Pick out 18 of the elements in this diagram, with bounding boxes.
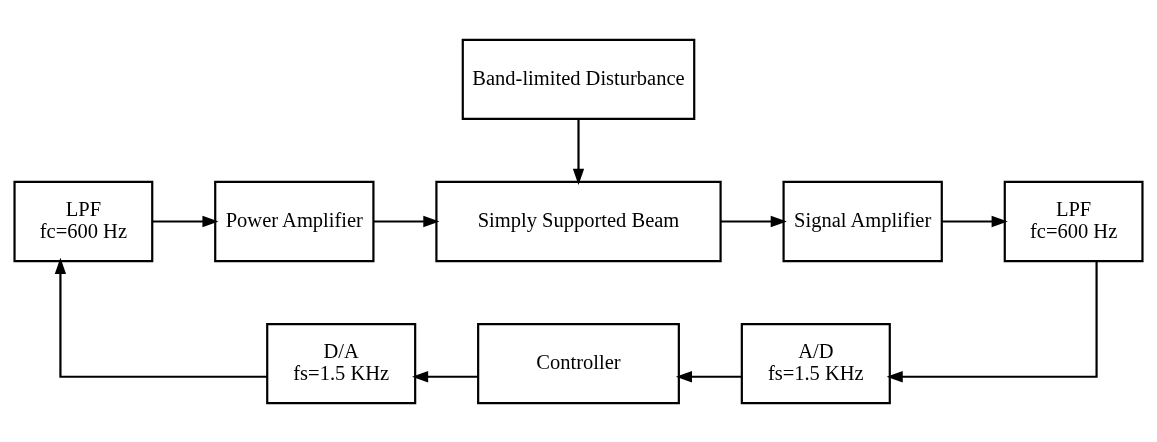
arrow — [373, 215, 440, 227]
arrow — [152, 215, 219, 227]
arrow — [941, 215, 1008, 227]
node-box: Simply Supported Beam — [435, 180, 722, 262]
node-box: Power Amplifier — [214, 180, 375, 262]
node-box: LPF fc=600 Hz — [13, 180, 154, 262]
arrow — [675, 370, 742, 382]
arrow — [412, 370, 478, 382]
node-box: Band-limited Disturbance — [461, 38, 696, 120]
node-box: A/D fs=1.5 KHz — [740, 322, 891, 404]
arrow — [54, 257, 268, 378]
node-box: Signal Amplifier — [782, 180, 943, 262]
arrow — [572, 118, 585, 185]
node-box: Controller — [477, 322, 680, 404]
arrow — [720, 215, 787, 227]
arrow — [886, 260, 1098, 382]
node-box: LPF fc=600 Hz — [1003, 180, 1144, 262]
node-box: D/A fs=1.5 KHz — [266, 322, 417, 404]
